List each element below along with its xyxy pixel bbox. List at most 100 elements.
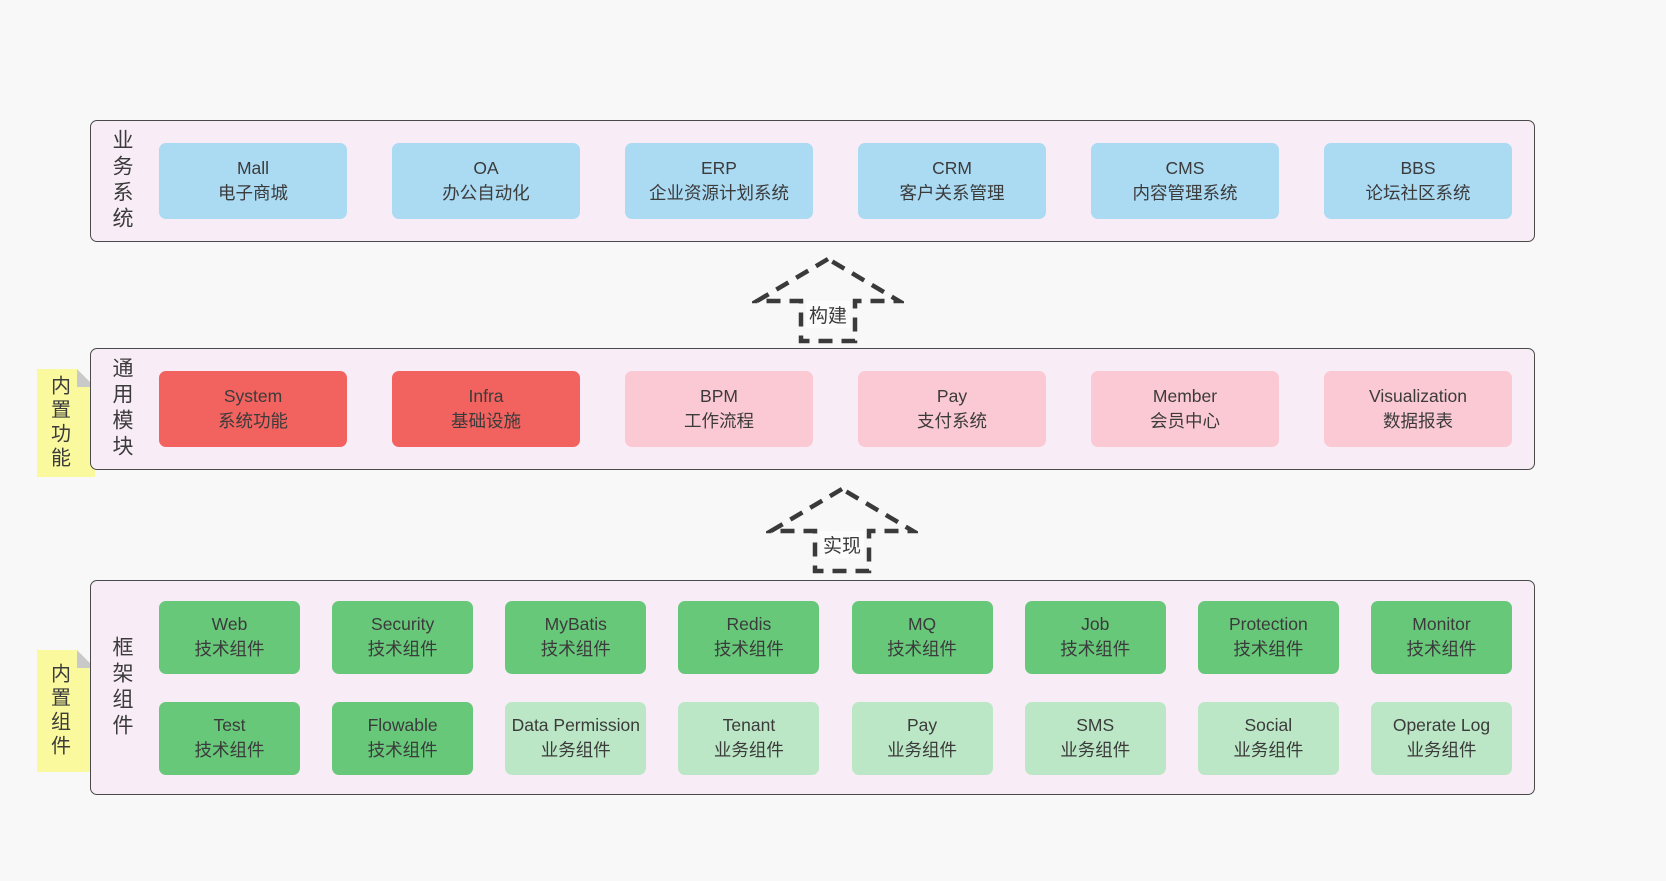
box-mybatis: MyBatis 技术组件 bbox=[505, 600, 647, 674]
box-title: CMS bbox=[1165, 158, 1205, 179]
box-title: System bbox=[223, 386, 283, 407]
dashed-arrow-shape bbox=[752, 256, 904, 344]
box-erp: ERP 企业资源计划系统 bbox=[625, 143, 813, 219]
box-title: Data Permission bbox=[511, 715, 640, 736]
box-title: Pay bbox=[936, 386, 968, 407]
box-monitor: Monitor 技术组件 bbox=[1370, 600, 1512, 674]
box-title: Pay bbox=[906, 715, 938, 736]
box-title: Visualization bbox=[1369, 386, 1467, 407]
box-infra: Infra 基础设施 bbox=[392, 371, 580, 447]
box-title: BBS bbox=[1400, 158, 1436, 179]
box-subtitle: 技术组件 bbox=[194, 639, 265, 659]
dashed-arrow-shape bbox=[766, 486, 918, 574]
box-protection: Protection 技术组件 bbox=[1197, 600, 1339, 674]
side-tab-label: 内置组件 bbox=[47, 663, 70, 759]
box-title: Monitor bbox=[1412, 614, 1471, 635]
box-title: Test bbox=[213, 715, 246, 736]
box-subtitle: 会员中心 bbox=[1150, 411, 1220, 431]
box-title: BPM bbox=[700, 386, 738, 407]
box-mall: Mall 电子商城 bbox=[159, 143, 347, 219]
box-title: Protection bbox=[1228, 614, 1308, 635]
box-subtitle: 办公自动化 bbox=[442, 183, 530, 203]
box-subtitle: 系统功能 bbox=[218, 411, 288, 431]
box-subtitle: 业务组件 bbox=[1233, 740, 1304, 760]
box-operate-log: Operate Log 业务组件 bbox=[1370, 701, 1512, 775]
box-pay: Pay 支付系统 bbox=[858, 371, 1046, 447]
up-arrow-icon: 构建 bbox=[752, 255, 904, 345]
box-subtitle: 支付系统 bbox=[917, 411, 987, 431]
side-tab-label: 内置功能 bbox=[47, 375, 70, 471]
box-title: ERP bbox=[701, 158, 737, 179]
box-subtitle: 基础设施 bbox=[451, 411, 521, 431]
box-crm: CRM 客户关系管理 bbox=[858, 143, 1046, 219]
box-title: Redis bbox=[726, 614, 772, 635]
box-subtitle: 技术组件 bbox=[1233, 639, 1304, 659]
box-subtitle: 技术组件 bbox=[367, 740, 438, 760]
box-subtitle: 客户关系管理 bbox=[899, 183, 1005, 203]
box-title: Infra bbox=[468, 386, 504, 407]
arrow-label: 构建 bbox=[805, 301, 851, 328]
side-tab-built-in-features: 内置功能 bbox=[37, 369, 95, 477]
box-subtitle: 技术组件 bbox=[1406, 639, 1477, 659]
box-system: System 系统功能 bbox=[159, 371, 347, 447]
box-subtitle: 业务组件 bbox=[1406, 740, 1477, 760]
box-title: OA bbox=[473, 158, 499, 179]
box-job: Job 技术组件 bbox=[1024, 600, 1166, 674]
box-title: Member bbox=[1152, 386, 1218, 407]
box-member: Member 会员中心 bbox=[1091, 371, 1279, 447]
box-title: Job bbox=[1081, 614, 1110, 635]
box-redis: Redis 技术组件 bbox=[678, 600, 820, 674]
box-subtitle: 业务组件 bbox=[1060, 740, 1131, 760]
box-subtitle: 电子商城 bbox=[218, 183, 288, 203]
box-oa: OA 办公自动化 bbox=[392, 143, 580, 219]
box-title: MQ bbox=[907, 614, 937, 635]
box-title: Mall bbox=[236, 158, 270, 179]
box-subtitle: 技术组件 bbox=[367, 639, 438, 659]
box-tenant: Tenant 业务组件 bbox=[678, 701, 820, 775]
box-subtitle: 论坛社区系统 bbox=[1365, 183, 1471, 203]
section-business-systems: 业务系统 Mall 电子商城 OA 办公自动化 ERP 企业资源计划系统 CRM 客户关系管理… bbox=[90, 120, 1535, 242]
box-subtitle: 技术组件 bbox=[1060, 639, 1131, 659]
box-data-permission: Data Permission 业务组件 bbox=[505, 701, 647, 775]
box-subtitle: 企业资源计划系统 bbox=[649, 183, 789, 203]
box-title: Operate Log bbox=[1392, 715, 1491, 736]
box-title: MyBatis bbox=[544, 614, 607, 635]
section-label: 业务系统 bbox=[110, 129, 133, 233]
box-title: Web bbox=[211, 614, 248, 635]
box-title: Social bbox=[1244, 715, 1293, 736]
box-subtitle: 技术组件 bbox=[540, 639, 611, 659]
box-visualization: Visualization 数据报表 bbox=[1324, 371, 1512, 447]
box-subtitle: 技术组件 bbox=[713, 639, 784, 659]
box-subtitle: 数据报表 bbox=[1383, 411, 1453, 431]
box-title: CRM bbox=[932, 158, 972, 179]
box-bbs: BBS 论坛社区系统 bbox=[1324, 143, 1512, 219]
box-subtitle: 技术组件 bbox=[194, 740, 265, 760]
box-subtitle: 业务组件 bbox=[713, 740, 784, 760]
box-web: Web 技术组件 bbox=[159, 600, 300, 674]
box-social: Social 业务组件 bbox=[1197, 701, 1339, 775]
box-title: Security bbox=[371, 614, 435, 635]
box-subtitle: 业务组件 bbox=[540, 740, 611, 760]
arrow-label: 实现 bbox=[819, 531, 865, 558]
box-title: Tenant bbox=[722, 715, 776, 736]
section-label: 通用模块 bbox=[110, 357, 133, 461]
up-arrow-icon: 实现 bbox=[766, 485, 918, 575]
box-security: Security 技术组件 bbox=[332, 600, 474, 674]
section-label: 框架组件 bbox=[110, 635, 133, 740]
side-tab-built-in-components: 内置组件 bbox=[37, 650, 95, 772]
